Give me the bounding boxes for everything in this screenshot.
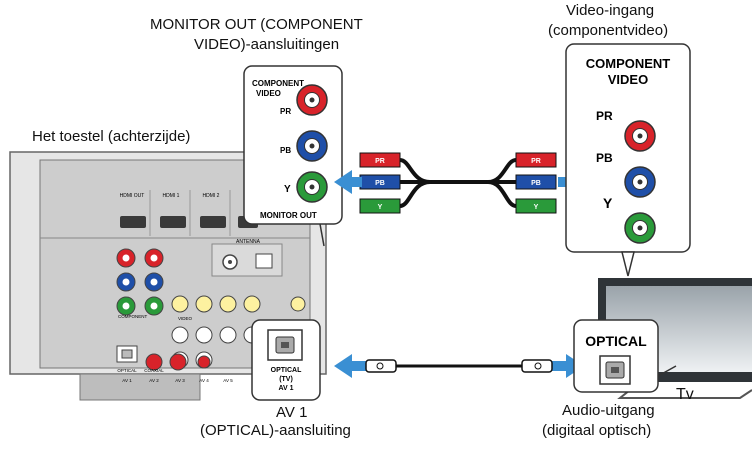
av1-title-line2: (OPTICAL)-aansluiting (200, 422, 351, 439)
panel-av2-label: AV 2 (149, 378, 159, 383)
tv-video-label: VIDEO (608, 72, 648, 87)
video-in-title-line1: Video-ingang (566, 2, 655, 19)
device-title: Het toestel (achterzijde) (32, 128, 191, 145)
rca-jack-icon (296, 171, 328, 203)
zoom-optical-label: OPTICAL (271, 367, 302, 374)
receiver-optical-zoom: OPTICAL (TV) AV 1 (251, 319, 321, 401)
plug-pb-right: PB (531, 180, 541, 187)
monitor-out-title-line2: VIDEO)-aansluitingen (194, 36, 340, 53)
rca-jack-icon (624, 212, 656, 244)
zoom-video-label: VIDEO (256, 89, 281, 98)
panel-component-jacks (116, 248, 164, 316)
component-cable (398, 158, 518, 208)
av1-title-line1: AV 1 (276, 404, 308, 421)
tv-title: Tv (676, 386, 694, 403)
plug-y-left: Y (378, 204, 383, 211)
hdmi-1-jack (160, 216, 186, 228)
optical-cable (365, 359, 553, 373)
zoom-monitor-out-label: MONITOR OUT (260, 211, 317, 220)
tv-optical-label: OPTICAL (585, 333, 647, 349)
cable-plug-icon: PR PB Y PR PB Y (359, 152, 557, 214)
panel-coaxial-label: COAXIAL (144, 368, 164, 373)
zoom-optical-av1-label: AV 1 (278, 385, 293, 392)
zoom-optical-tv-label: (TV) (279, 376, 293, 383)
antenna-label: ANTENNA (236, 239, 261, 245)
panel-component-label: COMPONENT (118, 314, 148, 319)
tv-y-label: Y (603, 195, 613, 211)
tv-optical-zoom: OPTICAL (573, 319, 677, 393)
plug-pr-right: PR (531, 158, 541, 165)
zoom-pb-label: PB (280, 146, 291, 155)
zoom-y-label: Y (284, 184, 291, 195)
hdmi2-label: HDMI 2 (203, 193, 220, 199)
hdmi-out-label: HDMI OUT (120, 193, 145, 199)
plug-pb-left: PB (375, 180, 385, 187)
rca-jack-icon (296, 84, 328, 116)
rca-jack-icon (296, 130, 328, 162)
optical-jack-icon (267, 329, 303, 361)
rca-jack-icon (624, 120, 656, 152)
panel-av-jacks (171, 295, 306, 313)
tv-pr-label: PR (596, 109, 613, 123)
monitor-out-title-line1: MONITOR OUT (COMPONENT (150, 16, 363, 33)
plug-y-right: Y (534, 204, 539, 211)
hdmi-2-jack (200, 216, 226, 228)
panel-video-label: VIDEO (178, 316, 193, 321)
audio-out-title-line1: Audio-uitgang (562, 402, 655, 419)
optical-jack-icon (599, 355, 631, 385)
zoom-pr-label: PR (280, 107, 291, 116)
panel-av3-label: AV 3 (175, 378, 185, 383)
tv-component-zoom: COMPONENT VIDEO PR PB Y (565, 43, 691, 277)
hdmi1-label: HDMI 1 (163, 193, 180, 199)
hdmi-out-jack (120, 216, 146, 228)
panel-av1-label: AV 1 (122, 378, 132, 383)
tv-component-label: COMPONENT (586, 56, 671, 71)
panel-optical-label: OPTICAL (117, 368, 137, 373)
tv-pb-label: PB (596, 151, 613, 165)
panel-av4-label: AV 4 (199, 378, 209, 383)
plug-pr-left: PR (375, 158, 385, 165)
panel-av5-label: AV 5 (223, 378, 233, 383)
rca-jack-icon (624, 166, 656, 198)
video-in-title-line2: (componentvideo) (548, 22, 669, 39)
audio-out-title-line2: (digitaal optisch) (542, 422, 652, 439)
receiver-component-zoom: COMPONENT VIDEO PR PB Y MONITOR OUT (243, 65, 343, 247)
zoom-component-label: COMPONENT (252, 79, 304, 88)
